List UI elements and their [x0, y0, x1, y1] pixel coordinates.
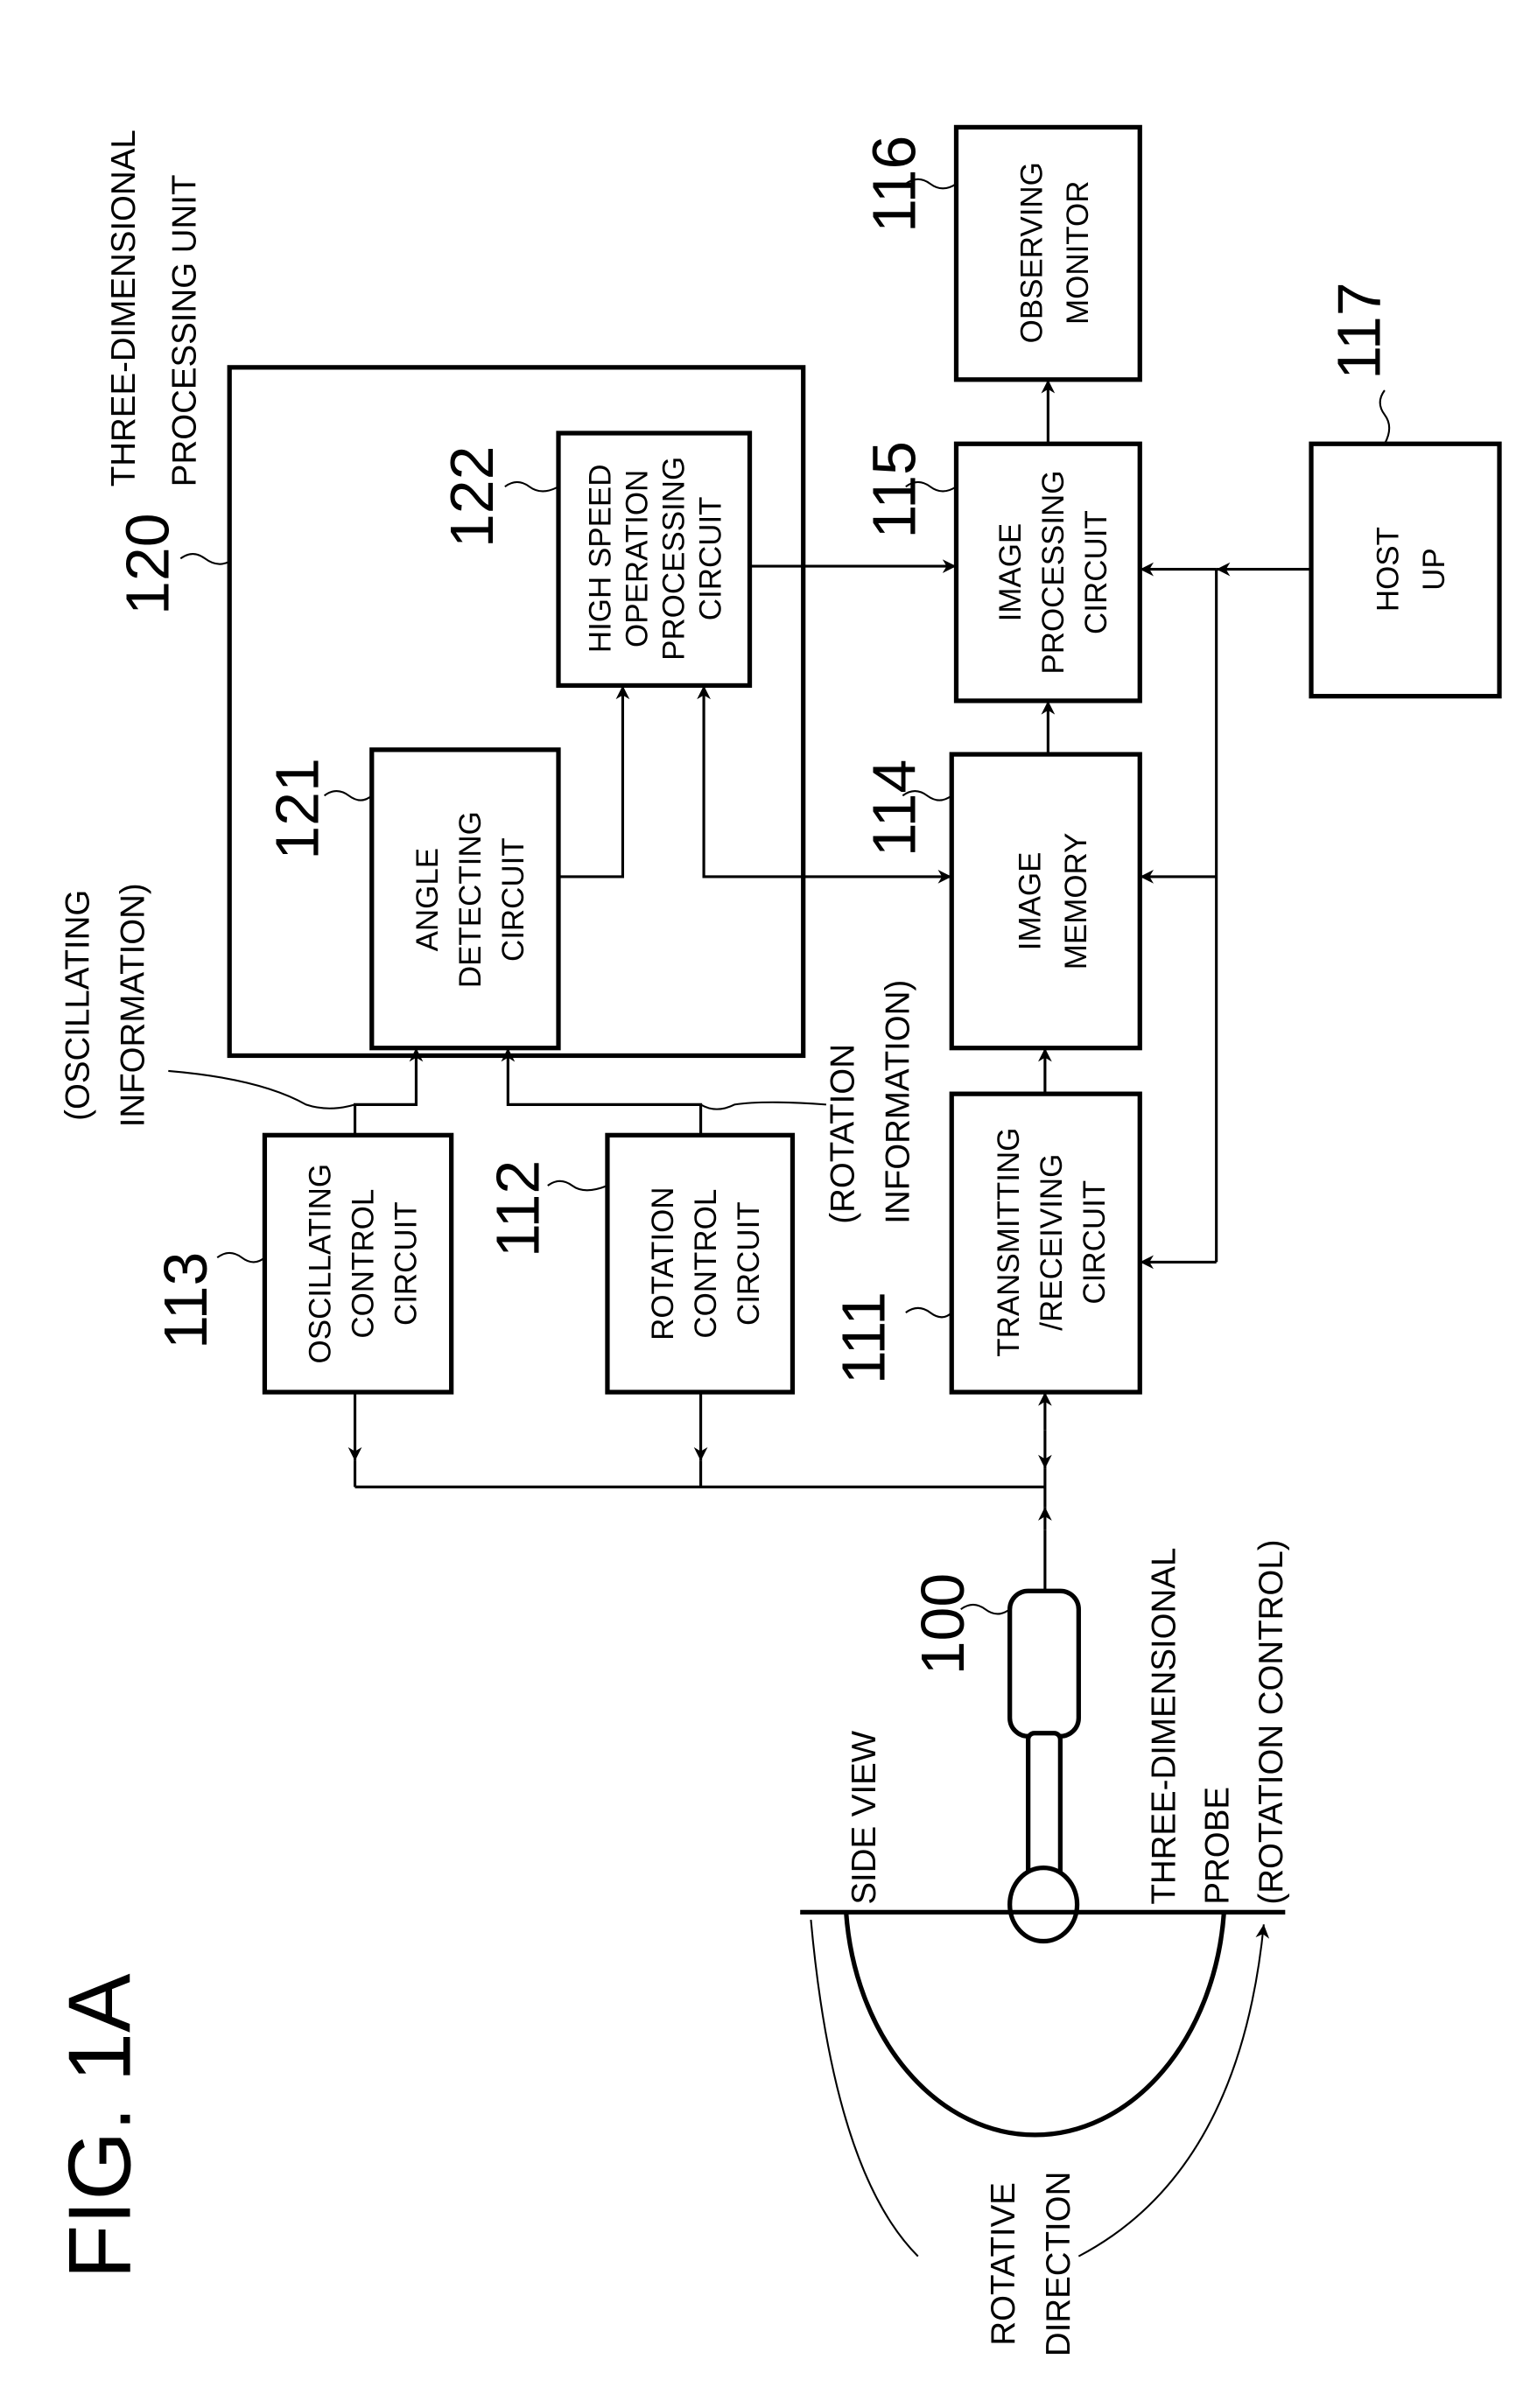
ref-112: 112: [483, 1160, 551, 1257]
ref-117: 117: [1325, 282, 1393, 379]
leader-120: [180, 554, 229, 564]
probe-label: THREE-DIMENSIONALPROBE(ROTATION CONTROL): [1145, 1539, 1289, 1904]
ref-122: 122: [438, 445, 506, 548]
block-117: HOSTUP 117: [1311, 282, 1499, 696]
three-dimensional-probe: [800, 1591, 1285, 2256]
block-116: OBSERVINGMONITOR 116: [860, 127, 1140, 379]
ref-113: 113: [151, 1252, 220, 1349]
unit-120-label-line1: THREE-DIMENSIONAL: [105, 130, 143, 486]
block-112: ROTATIONCONTROLCIRCUIT 112: [483, 1135, 792, 1392]
ref-114: 114: [860, 760, 928, 857]
svg-text:ROTATIONCONTROLCIRCUIT: ROTATIONCONTROLCIRCUIT: [646, 1186, 766, 1340]
figure-title: FIG. 1A: [51, 1973, 150, 2279]
ref-111: 111: [829, 1292, 897, 1384]
unit-120-label-line2: PROCESSING UNIT: [166, 175, 204, 487]
ref-121: 121: [263, 758, 332, 860]
ref-120: 120: [113, 513, 181, 615]
side-view-label: SIDE VIEW: [846, 1730, 883, 1904]
ref-116: 116: [860, 136, 928, 233]
oscillating-information-label: (OSCILLATINGINFORMATION): [59, 883, 151, 1127]
ref-115: 115: [860, 441, 928, 538]
block-115: IMAGEPROCESSINGCIRCUIT 115: [860, 441, 1140, 701]
block-113: OSCILLATINGCONTROLCIRCUIT 113: [151, 1135, 452, 1392]
block-111: TRANSMITTING/RECEIVINGCIRCUIT 111: [829, 1094, 1140, 1392]
rotation-information-label: (ROTATIONINFORMATION): [824, 980, 916, 1224]
rotative-direction-label: ROTATIVEDIRECTION: [985, 2172, 1077, 2356]
ref-100: 100: [909, 1573, 977, 1676]
